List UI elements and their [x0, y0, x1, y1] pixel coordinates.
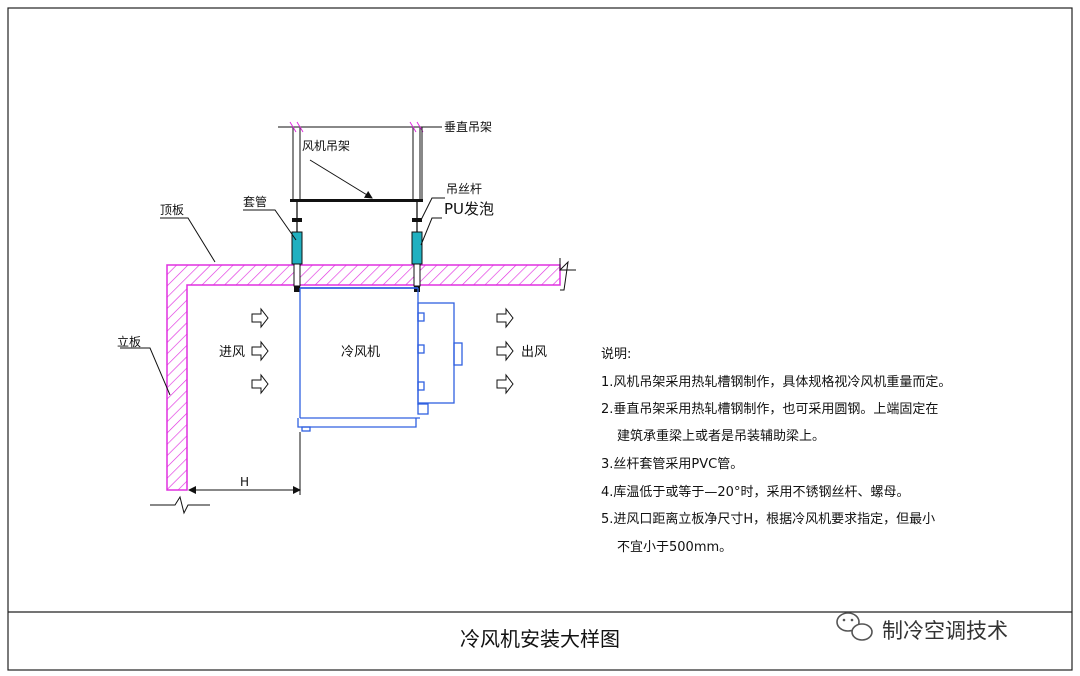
pu-foam: [291, 231, 423, 265]
note-5-cont: 不宜小于500mm。: [617, 540, 732, 555]
label-ceiling-panel: 顶板: [160, 203, 184, 217]
vertical-hanger: [278, 121, 440, 200]
drawing-title: 冷风机安装大样图: [460, 627, 620, 651]
note-5: 5.进风口距离立板净尺寸H，根据冷风机要求指定，但最小: [601, 511, 935, 527]
drawing-frame: [7, 7, 1073, 671]
notes-block: 说明: 1.风机吊架采用热轧槽钢制作，具体规格视冷风机重量而定。 2.垂直吊架采…: [601, 347, 951, 555]
label-unit: 冷风机: [341, 345, 380, 360]
wechat-icon: [836, 612, 873, 641]
label-rod: 吊丝杆: [446, 182, 482, 196]
label-vertical-hanger: 垂直吊架: [444, 120, 492, 134]
label-fan-hanger: 风机吊架: [302, 139, 350, 153]
label-inlet: 进风: [219, 345, 245, 360]
watermark-text: 制冷空调技术: [882, 619, 1008, 643]
label-sleeve: 套管: [243, 194, 267, 209]
note-1: 1.风机吊架采用热轧槽钢制作，具体规格视冷风机重量而定。: [601, 374, 951, 390]
dimension-h: [188, 432, 301, 495]
fan-hanger-beam: [290, 199, 423, 202]
note-3: 3.丝杆套管采用PVC管。: [601, 456, 743, 472]
notes-heading: 说明:: [601, 347, 631, 362]
note-2-cont: 建筑承重梁上或者是吊装辅助梁上。: [617, 428, 825, 444]
label-pu-foam: PU发泡: [444, 200, 494, 218]
label-outlet: 出风: [521, 345, 547, 360]
note-2: 2.垂直吊架采用热轧槽钢制作，也可采用圆钢。上端固定在: [601, 402, 938, 417]
note-4: 4.库温低于或等于—20°时，采用不锈钢丝杆、螺母。: [601, 484, 909, 500]
label-dimension-h: H: [240, 475, 249, 489]
air-cooler-unit: [297, 287, 463, 432]
leader-lines: [120, 126, 445, 396]
sleeve: [293, 263, 421, 287]
label-wall-panel: 立板: [117, 334, 141, 349]
watermark: 制冷空调技术: [836, 612, 1008, 643]
airflow-arrows: [251, 307, 514, 395]
ceiling-panel: [150, 258, 576, 515]
